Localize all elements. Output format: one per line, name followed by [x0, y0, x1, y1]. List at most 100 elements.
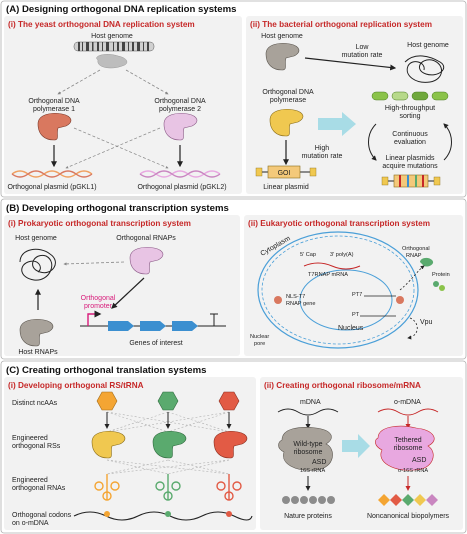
a-ii-genome-tangle-icon — [404, 55, 445, 83]
b-ii-pt-label: PT — [352, 312, 360, 318]
a-i-pol2-line1: Orthogonal DNA — [154, 98, 206, 105]
b-ii-mrna-strand — [303, 262, 361, 270]
plasmid-pgkl1-dna — [11, 170, 93, 178]
trna-green-icon — [155, 474, 181, 501]
c-i-ncaas-label: Distinct ncAAs — [12, 400, 58, 407]
c-ii-rrna1-label: 16S rRNA — [300, 468, 325, 474]
c-ii-rrna2-label: o-16S rRNA — [398, 468, 428, 474]
panel-b-ii-subtitle: (ii) Eukaryotic orthogonal transcription… — [248, 219, 430, 228]
b-ii-nls-line2: RNAP gene — [286, 301, 315, 307]
a-ii-low-rate-line2: mutation rate — [342, 52, 383, 59]
a-i-pol2-line2: polymerase 2 — [159, 106, 201, 113]
chromosome-icon — [73, 41, 155, 52]
b-i-genome-tangle-icon — [19, 248, 56, 281]
a-ii-bacteria-row — [371, 91, 449, 101]
c-ii-wt-line2: ribosome — [294, 449, 323, 456]
a-ii-host-genome-left: Host genome — [261, 33, 303, 40]
a-ii-low-rate-line1: Low — [356, 44, 370, 51]
c-ii-omdna-strand — [377, 408, 439, 416]
c-ii-noncanonical-chain — [378, 494, 438, 506]
panel-b-ii: (ii) Eukaryotic orthogonal transcription… — [244, 215, 463, 356]
a-ii-orthogonal-polymerase-icon — [269, 109, 304, 137]
a-ii-pol-line1: Orthogonal DNA — [262, 89, 314, 96]
b-ii-orth-rnap-line2: RNAP — [406, 253, 422, 259]
c-ii-wt-line1: Wild-type — [293, 441, 322, 448]
c-ii-asd2-label: ASD — [412, 457, 426, 464]
b-ii-pt7-label: PT7 — [352, 292, 362, 298]
trna-red-icon — [216, 474, 242, 501]
orthogonal-polymerase-1-icon — [37, 113, 72, 141]
b-i-orthogonal-rnap-icon — [129, 247, 164, 275]
b-i-genes-label: Genes of interest — [129, 340, 182, 347]
b-ii-orth-rnap-line1: Orthogonal — [402, 246, 430, 252]
codon-orange-icon — [104, 511, 110, 517]
b-i-host-genome-label: Host genome — [15, 235, 57, 242]
c-i-rss-line2: orthogonal RSs — [12, 443, 61, 450]
c-i-codons-line1: Orthogonal codons — [12, 512, 72, 519]
a-ii-high-rate-line1: High — [315, 145, 330, 152]
a-ii-sorting-line2: sorting — [399, 113, 420, 120]
c-ii-mdna-label: mDNA — [300, 399, 321, 406]
a-ii-high-rate-line2: mutation rate — [302, 153, 343, 160]
b-ii-orth-rnap-icon — [420, 257, 434, 267]
host-polymerase-icon — [96, 54, 128, 69]
panel-c-i-subtitle: (i) Developing orthogonal RS/tRNA — [8, 381, 144, 390]
a-ii-linear-plasmid-label: Linear plasmid — [263, 184, 309, 191]
rs-green-icon — [152, 431, 187, 459]
panel-a-i: (i) The yeast orthogonal DNA replication… — [4, 16, 242, 194]
c-i-rnas-line1: Engineered — [12, 477, 48, 484]
b-i-rnaps-label: Orthogonal RNAPs — [116, 235, 176, 242]
tethered-ribosome-icon — [375, 425, 435, 471]
c-i-rnas-line2: orthogonal RNAs — [12, 485, 66, 492]
c-i-rss-line1: Engineered — [12, 435, 48, 442]
section-a-title: (A) Designing orthogonal DNA replication… — [6, 4, 236, 15]
b-ii-pore-line2: pore — [254, 341, 265, 347]
b-ii-nucleus-label: Nucleus — [338, 325, 364, 332]
b-ii-nucleus-envelope — [299, 269, 393, 331]
a-ii-evaluation-line1: Continuous — [392, 131, 428, 138]
section-a: (A) Designing orthogonal DNA replication… — [0, 0, 467, 198]
c-ii-noncanonical-label: Noncanonical biopolymers — [367, 513, 450, 520]
panel-b-i-subtitle: (i) Prokaryotic orthogonal transcription… — [8, 219, 191, 228]
c-ii-nature-protein-chain — [282, 496, 335, 504]
c-ii-mdna-strand — [277, 408, 339, 416]
a-ii-host-polymerase-icon — [265, 43, 300, 71]
panel-c-ii: (ii) Creating orthogonal ribosome/mRNA m… — [260, 377, 463, 530]
rs-yellow-icon — [91, 431, 126, 459]
section-c-title: (C) Creating orthogonal translation syst… — [6, 365, 206, 376]
c-ii-omdna-label: o-mDNA — [394, 399, 421, 406]
trna-orange-icon — [94, 474, 120, 501]
b-ii-pore-line1: Nuclear — [250, 334, 269, 340]
a-i-host-genome-label: Host genome — [91, 33, 133, 40]
a-ii-acquire-line1: Linear plasmids — [385, 155, 435, 162]
c-ii-tethered-line2: ribosome — [394, 445, 423, 452]
panel-c-i: (i) Developing orthogonal RS/tRNA Distin… — [4, 377, 256, 530]
orthogonal-polymerase-2-icon — [163, 113, 198, 141]
b-ii-nls-line1: NLS-T7 — [286, 294, 305, 300]
section-b-title: (B) Developing orthogonal transcription … — [6, 203, 229, 214]
a-i-plasmid1-label: Orthogonal plasmid (pGKL1) — [7, 184, 96, 191]
panel-a-i-subtitle: (i) The yeast orthogonal DNA replication… — [8, 20, 195, 29]
a-ii-mutated-plasmid — [381, 174, 441, 188]
wild-type-ribosome-icon — [278, 427, 333, 471]
b-ii-ribosome-right — [396, 296, 404, 304]
b-ii-cap-label: 5' Cap — [300, 252, 316, 258]
c-i-codons-line2: on o-mDNA — [12, 520, 49, 527]
panel-a-ii: (ii) The bacterial orthogonal replicatio… — [246, 16, 463, 194]
codon-red-icon — [226, 511, 232, 517]
a-i-plasmid2-label: Orthogonal plasmid (pGKL2) — [137, 184, 226, 191]
c-ii-asd1-label: ASD — [312, 459, 326, 466]
b-ii-ribosome-left — [274, 296, 282, 304]
a-i-pol1-line2: polymerase 1 — [33, 106, 75, 113]
b-ii-mrna-label: T7RNAP mRNA — [308, 272, 348, 278]
ncaa-red-icon — [218, 391, 240, 411]
section-b: (B) Developing orthogonal transcription … — [0, 198, 467, 360]
panel-a-ii-subtitle: (ii) The bacterial orthogonal replicatio… — [250, 20, 432, 29]
a-ii-evaluation-line2: evaluation — [394, 139, 426, 146]
c-ii-tethered-line1: Tethered — [394, 437, 421, 444]
b-i-host-rnaps-label: Host RNAPs — [18, 349, 58, 356]
b-i-promoter-line2: promoter — [84, 303, 113, 310]
b-ii-polya-label: 3' poly(A) — [330, 252, 354, 258]
b-i-host-rnap-icon — [19, 319, 54, 347]
